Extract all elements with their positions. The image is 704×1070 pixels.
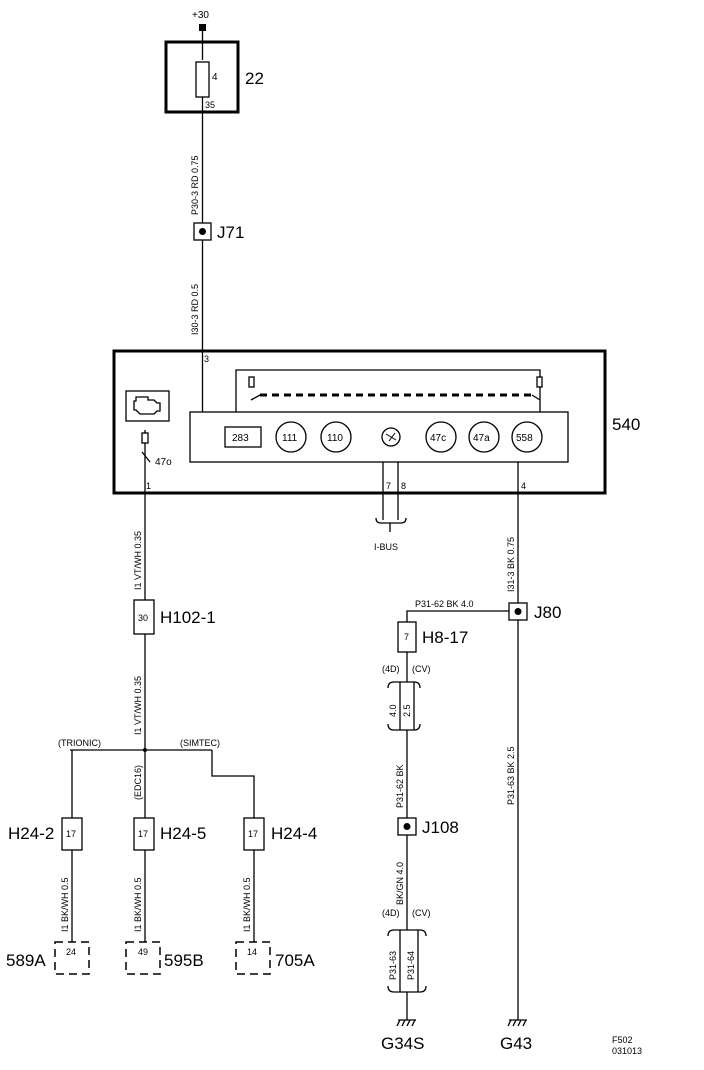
connector-h8-17: 7 H8-17 <box>397 621 468 653</box>
destination-705a: 14 705A <box>235 941 315 975</box>
variant-simtec: (SIMTEC) <box>180 738 220 748</box>
destination-589a: 24 589A <box>6 941 90 975</box>
gauge-111 <box>275 421 307 453</box>
instrument-module-540: 540 3 283 111 110 47c 47a 558 <box>112 349 640 495</box>
connector-h8-pin: 7 <box>404 632 409 642</box>
variant-edc16: (EDC16) <box>133 765 143 800</box>
connector-h102-pin: 30 <box>138 613 148 623</box>
module-label: 540 <box>612 415 640 434</box>
ground-g34s: G34S <box>381 1019 424 1053</box>
wire-label-w4: I1 VT/WH 0.35 <box>133 676 143 735</box>
junction-j108-label: J108 <box>422 818 459 837</box>
destination-595b-pin: 49 <box>138 947 148 957</box>
gauge-47c-label: 47c <box>430 433 446 444</box>
ground-g43-label: G43 <box>500 1034 532 1053</box>
connector-h102-label: H102-1 <box>160 608 216 627</box>
gauge-558-label: 558 <box>516 433 533 444</box>
connector-h24-4: 17 H24-4 <box>243 817 317 851</box>
wire-label-w2: I30-3 RD 0.5 <box>190 284 200 335</box>
gauge-283 <box>224 426 262 448</box>
wire-label-w9: BK/GN 4.0 <box>395 862 405 905</box>
module-pin-gnd: 4 <box>521 481 526 491</box>
bulb-label: 47o <box>155 457 172 468</box>
ground-g34s-label: G34S <box>381 1034 424 1053</box>
bus-label: I-BUS <box>374 542 398 552</box>
connector-h24-5: 17 H24-5 <box>133 817 206 851</box>
junction-j80-label: J80 <box>534 603 561 622</box>
wire-label-w5: I31-3 BK 0.75 <box>506 537 516 592</box>
variant-4d-upper: (4D) <box>382 664 400 674</box>
module-pin-bus-a: 7 <box>386 481 391 491</box>
destination-589a-label: 589A <box>6 951 46 970</box>
footer-code: F502 <box>612 1035 633 1045</box>
connector-h24-5-pin: 17 <box>138 829 148 839</box>
variant-trionic: (TRIONIC) <box>58 738 101 748</box>
wire-label-w14: P31-64 <box>406 951 416 980</box>
supply-terminal <box>199 24 206 31</box>
wire-label-w10: I1 BK/WH 0.5 <box>60 877 70 932</box>
connector-h24-2-pin: 17 <box>66 829 76 839</box>
fuse-number: 4 <box>212 72 218 83</box>
destination-595b-label: 595B <box>164 951 204 970</box>
fuse-pin: 35 <box>205 100 215 110</box>
gauge-47a-label: 47a <box>473 433 490 444</box>
wire-label-w12: I1 BK/WH 0.5 <box>242 877 252 932</box>
wire-label-w1: P30-3 RD 0.75 <box>190 155 200 215</box>
connector-h24-4-label: H24-4 <box>271 824 317 843</box>
wire-label-w13: P31-63 <box>388 951 398 980</box>
gauge-110-label: 110 <box>327 433 343 444</box>
connector-h24-5-label: H24-5 <box>160 824 206 843</box>
fuse-box-label: 22 <box>245 69 264 88</box>
variant-cv-lower: (CV) <box>412 908 431 918</box>
module-pin-left: 1 <box>146 481 151 491</box>
gauge-110 <box>320 421 352 453</box>
gauge-283-label: 283 <box>232 433 249 444</box>
module-pin-bus-b: 8 <box>401 481 406 491</box>
junction-j80: J80 <box>508 602 561 622</box>
footer-date: 031013 <box>612 1046 642 1056</box>
wire-label-w6: P31-62 BK 4.0 <box>415 599 474 609</box>
wire-size-a: 4.0 <box>388 704 398 717</box>
destination-705a-pin: 14 <box>247 947 257 957</box>
variant-cv-upper: (CV) <box>412 664 431 674</box>
gauge-47a <box>468 421 500 453</box>
variant-4d-lower: (4D) <box>382 908 400 918</box>
module-pin-top: 3 <box>204 354 209 364</box>
connector-h24-2: 17 H24-2 <box>8 817 83 851</box>
wire-label-w3: I1 VT/WH 0.35 <box>133 531 143 590</box>
destination-705a-label: 705A <box>275 951 315 970</box>
engine-icon <box>125 390 170 422</box>
destination-589a-pin: 24 <box>66 947 76 957</box>
ground-g43: G43 <box>500 1019 532 1053</box>
connector-h24-4-pin: 17 <box>248 829 258 839</box>
gauge-47c <box>425 421 457 453</box>
connector-h24-2-label: H24-2 <box>8 824 54 843</box>
wire-size-b: 2.5 <box>402 704 412 717</box>
wire-label-w7: P31-63 BK 2.5 <box>506 746 516 805</box>
junction-j71-label: J71 <box>217 223 244 242</box>
junction-j108: J108 <box>397 817 459 837</box>
destination-595b: 49 595B <box>125 941 204 975</box>
wire-label-w11: I1 BK/WH 0.5 <box>133 877 143 932</box>
connector-h102-1: 30 H102-1 <box>133 599 216 635</box>
connector-h8-label: H8-17 <box>422 628 468 647</box>
supply-label: +30 <box>192 10 209 21</box>
wire-label-w8: P31-62 BK <box>395 764 405 808</box>
gauge-558 <box>511 421 543 453</box>
gauge-111-label: 111 <box>282 433 298 444</box>
fuse-box-22: 4 35 22 <box>164 40 264 114</box>
junction-j71: J71 <box>193 222 244 242</box>
